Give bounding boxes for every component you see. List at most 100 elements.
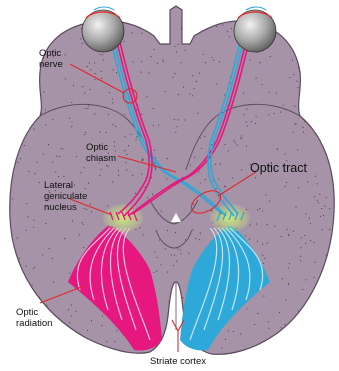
speckle — [302, 127, 303, 128]
speckle — [43, 154, 44, 155]
speckle — [22, 132, 23, 133]
speckle — [163, 61, 164, 62]
right-eye — [234, 7, 276, 52]
speckle — [116, 72, 117, 73]
speckle — [153, 125, 154, 126]
speckle — [25, 345, 26, 346]
speckle — [263, 263, 264, 264]
speckle — [106, 341, 107, 342]
speckle — [284, 341, 285, 342]
speckle — [144, 16, 145, 17]
speckle — [95, 73, 96, 74]
speckle — [167, 230, 168, 231]
speckle — [48, 25, 49, 26]
speckle — [39, 182, 40, 183]
speckle — [143, 234, 144, 235]
speckle — [26, 266, 27, 267]
speckle — [83, 6, 84, 7]
speckle — [147, 197, 148, 198]
speckle — [189, 93, 190, 94]
speckle — [228, 150, 229, 151]
speckle — [328, 127, 329, 128]
speckle — [80, 12, 81, 13]
speckle — [84, 167, 85, 168]
speckle — [289, 77, 290, 78]
speckle — [60, 12, 61, 13]
speckle — [170, 3, 171, 4]
speckle — [141, 61, 142, 62]
speckle — [108, 114, 109, 115]
speckle — [269, 201, 270, 202]
speckle — [75, 311, 76, 312]
speckle — [25, 59, 26, 60]
speckle — [10, 156, 11, 157]
speckle — [56, 156, 57, 157]
speckle — [285, 300, 286, 301]
speckle — [74, 21, 75, 22]
speckle — [62, 148, 63, 149]
speckle — [316, 16, 317, 17]
speckle — [112, 98, 113, 99]
speckle — [329, 108, 330, 109]
speckle — [8, 40, 9, 41]
speckle — [305, 279, 306, 280]
speckle — [268, 321, 269, 322]
speckle — [22, 46, 23, 47]
speckle — [89, 63, 90, 64]
speckle — [326, 254, 327, 255]
speckle — [165, 91, 166, 92]
speckle — [14, 344, 15, 345]
speckle — [24, 145, 25, 146]
speckle — [151, 177, 152, 178]
speckle — [195, 238, 196, 239]
speckle — [216, 26, 217, 27]
speckle — [222, 25, 223, 26]
speckle — [109, 92, 110, 93]
speckle — [325, 197, 326, 198]
speckle — [310, 240, 311, 241]
speckle — [192, 95, 193, 96]
speckle — [33, 220, 34, 221]
speckle — [156, 257, 157, 258]
speckle — [319, 79, 320, 80]
speckle — [124, 114, 125, 115]
speckle — [301, 336, 302, 337]
speckle — [296, 81, 297, 82]
speckle — [274, 113, 275, 114]
speckle — [35, 173, 36, 174]
speckle — [19, 269, 20, 270]
speckle — [55, 172, 56, 173]
speckle — [134, 7, 135, 8]
speckle — [17, 338, 18, 339]
speckle — [17, 238, 18, 239]
optic-nerve-label: Optic nerve — [39, 48, 64, 70]
speckle — [64, 238, 65, 239]
speckle — [298, 310, 299, 311]
speckle — [305, 243, 306, 244]
speckle — [195, 30, 196, 31]
speckle — [82, 21, 83, 22]
speckle — [72, 5, 73, 6]
speckle — [151, 56, 152, 57]
speckle — [178, 119, 179, 120]
speckle — [297, 149, 298, 150]
speckle — [26, 203, 27, 204]
speckle — [142, 159, 143, 160]
speckle — [130, 134, 131, 135]
speckle — [246, 308, 247, 309]
speckle — [198, 171, 199, 172]
speckle — [172, 301, 173, 302]
speckle — [294, 106, 295, 107]
speckle — [313, 20, 314, 21]
speckle — [305, 34, 306, 35]
speckle — [180, 62, 181, 63]
speckle — [103, 60, 104, 61]
speckle — [264, 258, 265, 259]
speckle — [32, 296, 33, 297]
speckle — [115, 126, 116, 127]
speckle — [94, 79, 95, 80]
speckle — [154, 49, 155, 50]
speckle — [323, 77, 324, 78]
speckle — [287, 229, 288, 230]
speckle — [102, 316, 103, 317]
